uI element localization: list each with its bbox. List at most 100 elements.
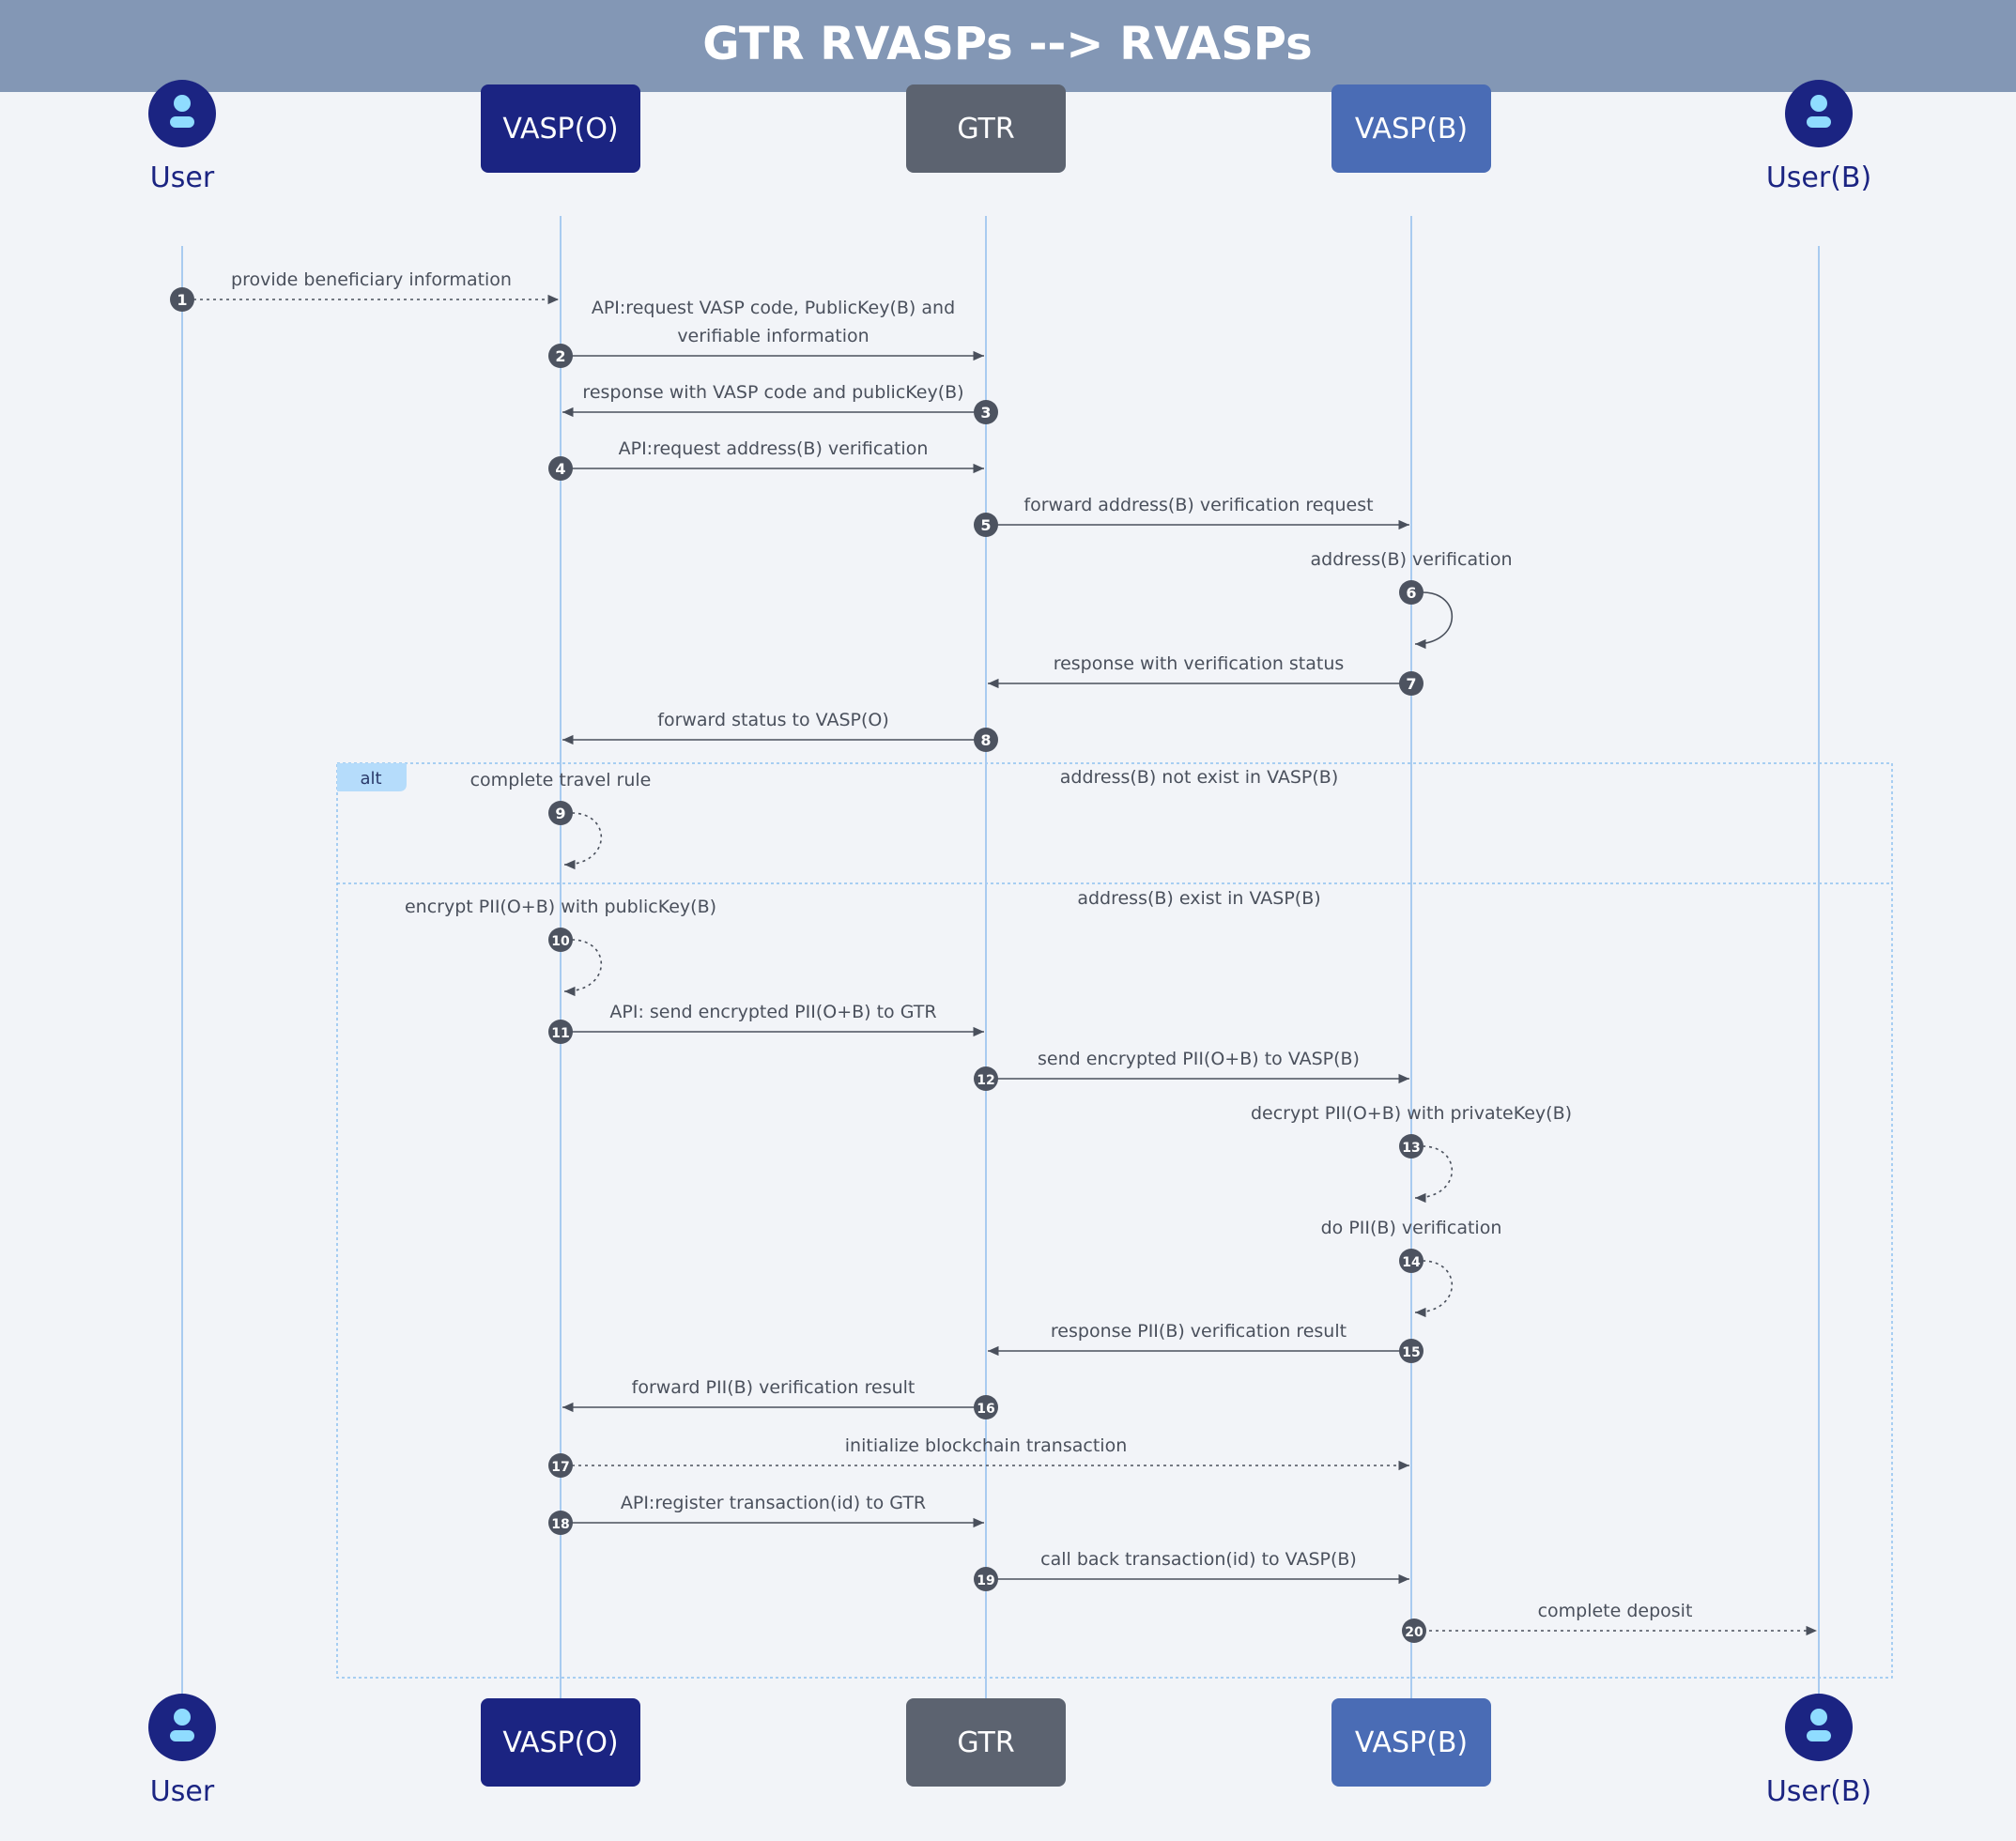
message-14: do PII(B) verification 14 — [1321, 1218, 1502, 1318]
message-20: complete deposit 20 — [1402, 1601, 1817, 1643]
step-badge: 5 — [974, 513, 998, 537]
message-arrow — [1414, 1260, 1454, 1318]
message-label: API: send encrypted PII(O+B) to GTR — [609, 1002, 936, 1022]
user-icon — [148, 1694, 216, 1761]
alt-fragment-frame — [336, 762, 1893, 1679]
participant-box — [906, 1698, 1066, 1787]
message-label: API:request address(B) verification — [619, 438, 929, 459]
message-label: forward address(B) verification request — [1023, 495, 1373, 515]
participant-box — [1331, 1698, 1491, 1787]
participant-label: VASP(O) — [502, 1726, 618, 1759]
participant-vasp_b-bottom: VASP(B) — [1331, 1698, 1491, 1787]
step-number: 10 — [551, 934, 570, 949]
step-number: 13 — [1402, 1141, 1420, 1156]
participant-label: User — [150, 161, 215, 194]
fragment-condition-label: address(B) not exist in VASP(B) — [1060, 767, 1339, 788]
participant-box — [481, 84, 640, 173]
step-badge: 14 — [1399, 1249, 1424, 1273]
step-badge: 17 — [548, 1453, 573, 1478]
message-4: API:request address(B) verification 4 — [548, 438, 984, 481]
step-number: 18 — [551, 1517, 569, 1532]
message-3: response with VASP code and publicKey(B)… — [562, 382, 998, 424]
message-label: initialize blockchain transaction — [845, 1435, 1127, 1456]
message-11: API: send encrypted PII(O+B) to GTR 11 — [548, 1002, 984, 1044]
participant-user-bottom: User — [148, 1694, 216, 1808]
message-17: initialize blockchain transaction 17 — [548, 1435, 1409, 1478]
step-number: 4 — [555, 460, 565, 478]
step-badge: 18 — [548, 1511, 573, 1535]
message-label: complete deposit — [1538, 1601, 1693, 1621]
participant-label: VASP(B) — [1355, 1726, 1468, 1759]
participant-box — [906, 84, 1066, 173]
message-label: API:request VASP code, PublicKey(B) and — [592, 298, 955, 318]
step-number: 6 — [1406, 584, 1416, 602]
message-label: forward status to VASP(O) — [657, 710, 889, 730]
message-arrow — [1414, 591, 1454, 650]
step-number: 9 — [555, 805, 565, 822]
participant-box — [481, 1698, 640, 1787]
participant-label: GTR — [957, 1726, 1014, 1759]
page-title: GTR RVASPs --> RVASPs — [702, 18, 1312, 70]
participant-user_b-bottom: User(B) — [1766, 1694, 1871, 1808]
step-badge: 8 — [974, 728, 998, 752]
step-number: 8 — [980, 731, 991, 749]
step-number: 11 — [551, 1026, 569, 1041]
participant-label: User(B) — [1766, 1775, 1871, 1808]
step-badge: 9 — [548, 801, 573, 825]
message-arrow — [563, 812, 603, 870]
step-number: 7 — [1406, 675, 1416, 693]
participant-label: User(B) — [1766, 161, 1871, 194]
message-6: address(B) verification 6 — [1310, 549, 1513, 650]
step-badge: 6 — [1399, 580, 1424, 605]
step-number: 17 — [551, 1460, 569, 1475]
participant-vasp_o-bottom: VASP(O) — [481, 1698, 640, 1787]
message-12: send encrypted PII(O+B) to VASP(B)12 — [974, 1049, 1409, 1091]
step-badge: 3 — [974, 400, 998, 424]
message-2: API:request VASP code, PublicKey(B) and v… — [548, 298, 984, 368]
message-10: encrypt PII(O+B) with publicKey(B) 10 — [405, 897, 716, 997]
message-label: response with verification status — [1054, 653, 1345, 674]
message-label: do PII(B) verification — [1321, 1218, 1502, 1238]
step-badge: 10 — [548, 928, 573, 952]
message-label: API:register transaction(id) to GTR — [621, 1493, 926, 1513]
header-bar — [0, 0, 2016, 92]
step-number: 5 — [980, 516, 991, 534]
participant-label: VASP(O) — [502, 113, 618, 146]
user-icon — [1785, 1694, 1853, 1761]
participant-gtr-bottom: GTR — [906, 1698, 1066, 1787]
step-badge: 2 — [548, 344, 573, 368]
step-badge: 1 — [170, 287, 194, 312]
step-number: 15 — [1402, 1345, 1420, 1360]
fragment-condition-label: address(B) exist in VASP(B) — [1077, 888, 1320, 909]
message-label: forward PII(B) verification result — [632, 1377, 916, 1398]
message-arrow — [1414, 1145, 1454, 1204]
participant-user_b-top: User(B) — [1766, 80, 1871, 194]
step-number: 16 — [977, 1402, 994, 1417]
message-label: address(B) verification — [1310, 549, 1512, 570]
message-13: decrypt PII(O+B) with privateKey(B)13 — [1251, 1103, 1572, 1204]
message-label: verifiable information — [677, 326, 869, 346]
participant-vasp_o-top: VASP(O) — [481, 84, 640, 173]
step-badge: 20 — [1402, 1619, 1426, 1643]
step-number: 14 — [1402, 1255, 1421, 1270]
step-number: 2 — [555, 347, 565, 365]
step-badge: 16 — [974, 1395, 998, 1419]
step-badge: 13 — [1399, 1134, 1424, 1158]
message-label: encrypt PII(O+B) with publicKey(B) — [405, 897, 716, 917]
step-badge: 11 — [548, 1020, 573, 1044]
step-badge: 12 — [974, 1066, 998, 1091]
user-icon — [1785, 80, 1853, 147]
message-arrow — [563, 939, 603, 997]
step-number: 20 — [1405, 1625, 1424, 1640]
message-16: forward PII(B) verification result 16 — [562, 1377, 998, 1419]
message-19: call back transaction(id) to VASP(B)19 — [974, 1549, 1409, 1591]
step-badge: 19 — [974, 1567, 998, 1591]
alt-tag-label: alt — [360, 769, 381, 789]
step-number: 19 — [977, 1573, 994, 1588]
participant-user-top: User — [148, 80, 216, 194]
message-7: response with verification status 7 — [988, 653, 1424, 696]
